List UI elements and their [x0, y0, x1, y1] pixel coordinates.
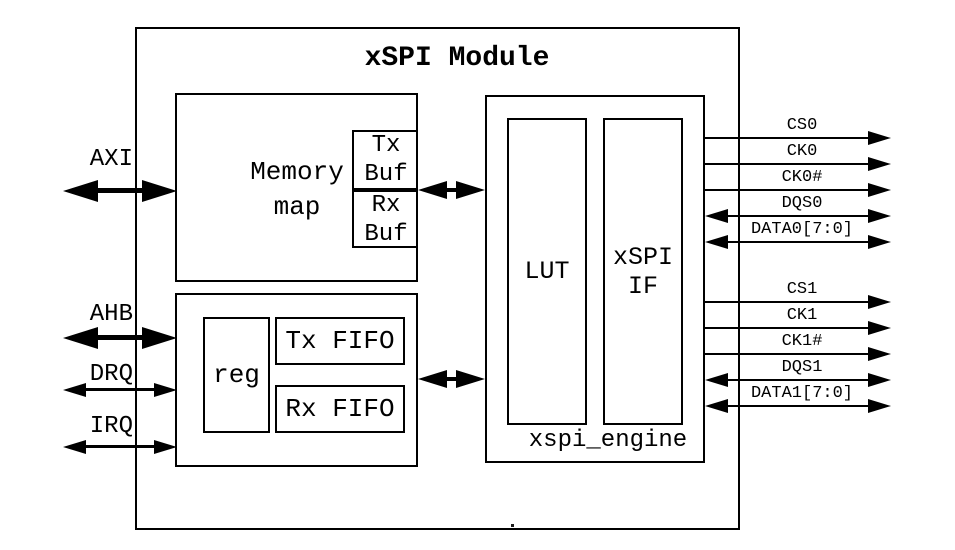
arrowhead-right [456, 370, 485, 388]
signal-label-ck0: CK0 [786, 142, 818, 161]
arrowhead-right [868, 131, 891, 145]
arrowhead-right [868, 183, 891, 197]
arrowhead-right [154, 440, 177, 454]
signal-line-ck0 [705, 157, 891, 171]
memory-map-label-line2: map [273, 192, 321, 222]
arrowhead-right [868, 209, 891, 223]
xspi-if-label-line1: xSPI [612, 242, 673, 272]
memory-map-label-line1: Memory [250, 157, 344, 187]
arrowhead-right [154, 383, 177, 397]
rx-buf-box [352, 190, 418, 248]
xspi-if-label-line2: IF [627, 271, 658, 301]
signal-label-data0: DATA0[7:0] [750, 220, 854, 239]
signal-line-data0 [705, 235, 891, 249]
rx-fifo-label: Rx FIFO [285, 394, 395, 424]
port-ahb-arrow [63, 327, 177, 349]
arrowhead-left [63, 383, 86, 397]
bus-arrow-fifo-engine [418, 370, 485, 388]
arrowhead-right [868, 347, 891, 361]
signal-label-cs0: CS0 [786, 116, 818, 135]
port-label-drq: DRQ [89, 361, 133, 388]
xspi-if-box: xSPI IF [603, 118, 683, 425]
arrowhead-right [868, 399, 891, 413]
tx-fifo-label: Tx FIFO [285, 326, 395, 356]
tx-buf-label-line1: Tx [371, 132, 401, 159]
port-drq-arrow [63, 383, 177, 397]
signal-line-data1 [705, 399, 891, 413]
reg-label: reg [213, 360, 260, 390]
arrowhead-right [868, 235, 891, 249]
lut-label: LUT [524, 257, 570, 286]
port-irq-arrow [63, 440, 177, 454]
module-title: xSPI Module [364, 43, 550, 74]
arrowhead-left [418, 370, 447, 388]
reg-box: reg [203, 317, 270, 433]
signal-label-dqs0: DQS0 [781, 194, 823, 213]
lut-box: LUT [507, 118, 587, 425]
port-axi-arrow [63, 180, 177, 202]
stray-dot-mark [511, 524, 514, 527]
signal-line-dqs0 [705, 209, 891, 223]
port-label-axi: AXI [89, 146, 133, 173]
port-label-ahb: AHB [89, 301, 133, 328]
arrowhead-left [63, 327, 98, 349]
signal-label-cs1: CS1 [786, 280, 818, 299]
signal-line-dqs1 [705, 373, 891, 387]
arrowhead-left [418, 181, 447, 199]
rx-fifo-box: Rx FIFO [275, 385, 405, 433]
signal-label-dqs1: DQS1 [781, 358, 823, 377]
rx-buf-label-line2: Buf [364, 221, 408, 248]
bus-arrow-membuf-engine [418, 181, 485, 199]
tx-buf-label-line2: Buf [364, 161, 408, 188]
signal-label-data1: DATA1[7:0] [750, 384, 854, 403]
signal-line-cs0 [705, 131, 891, 145]
signal-line-ck1 [705, 321, 891, 335]
tx-buf-box [352, 130, 418, 190]
arrowhead-right [868, 157, 891, 171]
signal-line-ck0n [705, 183, 891, 197]
arrowhead-right [142, 327, 177, 349]
signal-line-ck1n [705, 347, 891, 361]
signal-label-ck1n: CK1# [781, 332, 823, 351]
arrowhead-right [456, 181, 485, 199]
signal-label-ck1: CK1 [786, 306, 818, 325]
arrowhead-left [705, 209, 728, 223]
arrowhead-right [868, 321, 891, 335]
arrowhead-left [63, 440, 86, 454]
arrowhead-right [868, 295, 891, 309]
arrowhead-right [142, 180, 177, 202]
port-label-irq: IRQ [89, 413, 133, 440]
tx-fifo-box: Tx FIFO [275, 317, 405, 365]
arrowhead-left [705, 235, 728, 249]
arrowhead-right [868, 373, 891, 387]
xspi-if-label: xSPI IF [613, 243, 673, 301]
signal-label-ck0n: CK0# [781, 168, 823, 187]
rx-buf-label-line1: Rx [371, 192, 401, 219]
arrowhead-left [705, 373, 728, 387]
arrowhead-left [705, 399, 728, 413]
signal-line-cs1 [705, 295, 891, 309]
arrowhead-left [63, 180, 98, 202]
xspi-engine-label: xspi_engine [528, 427, 688, 454]
